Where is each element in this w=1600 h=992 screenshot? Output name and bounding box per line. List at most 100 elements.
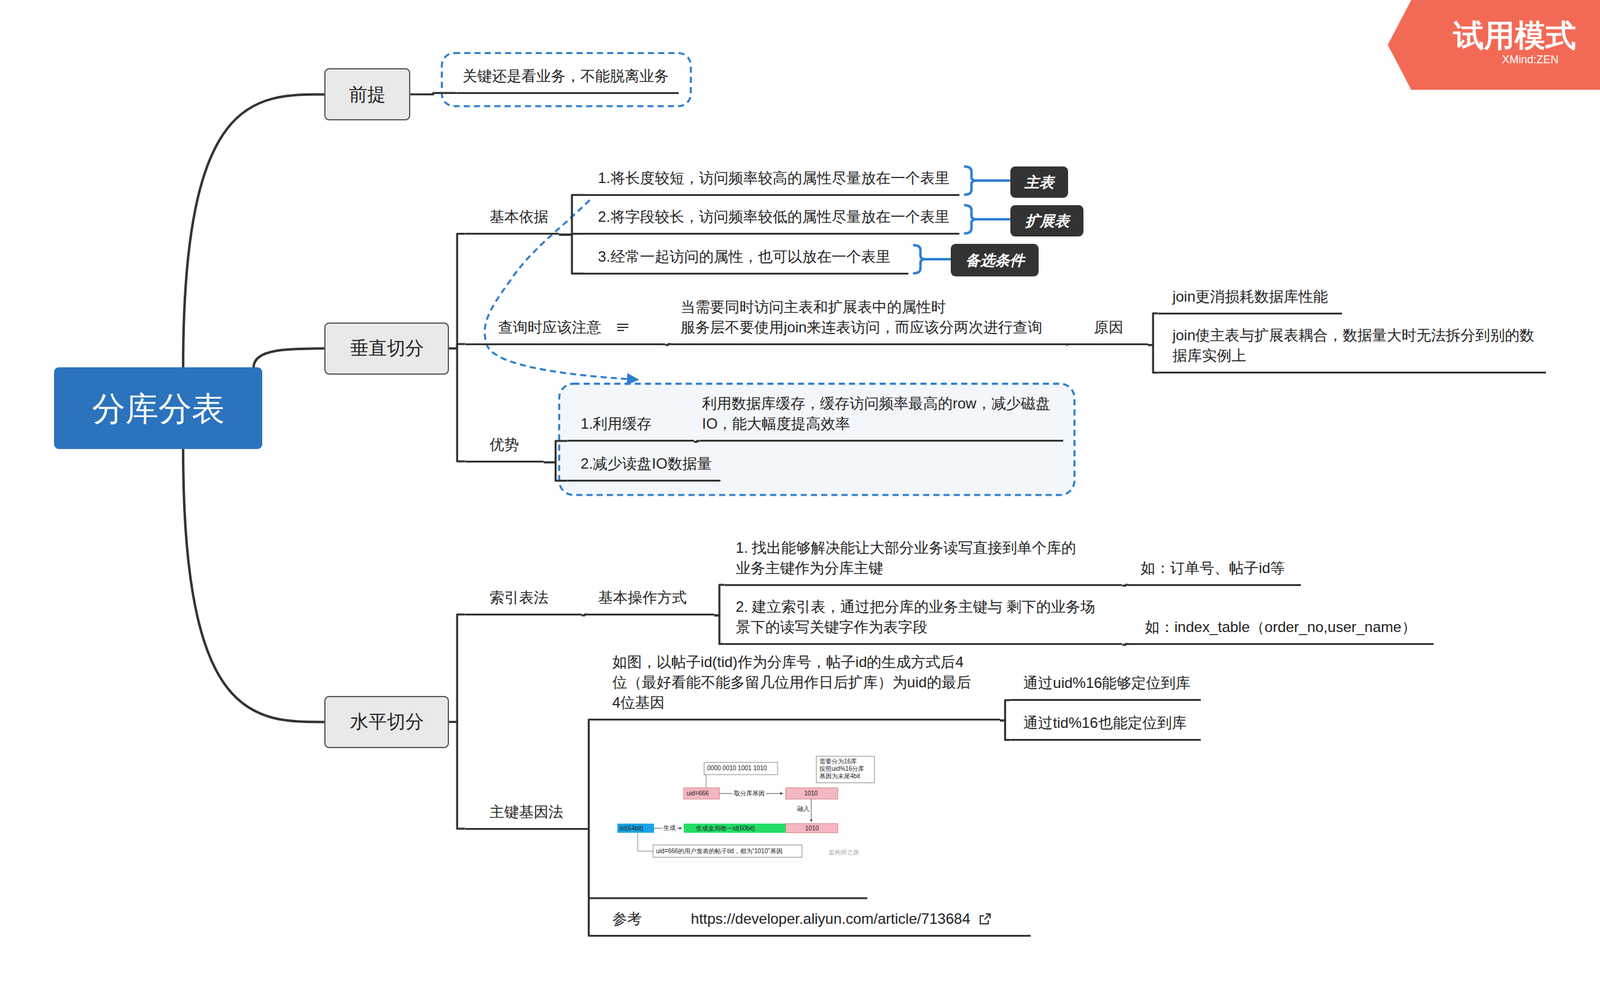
branch-line	[694, 440, 701, 443]
summary-box: 备选条件	[950, 243, 1039, 277]
branch-line	[253, 348, 325, 368]
subtopic: 如：订单号、帖子id等	[1128, 554, 1301, 586]
subtopic: 参考https://developer.aliyun.com/article/7…	[589, 904, 1031, 937]
topic-text: 2. 建立索引表，通过把分库的业务主键与 剩下的业务场景下的读写关键字作为表字段	[735, 596, 1102, 637]
subtopic: 基本依据	[465, 202, 560, 235]
illustration-label: 取分库基因	[732, 789, 766, 798]
gene-box	[785, 788, 838, 800]
topic-text: 原因	[1093, 316, 1124, 338]
subtopic: 优势	[465, 430, 545, 463]
subtopic: 1.利用缓存	[567, 409, 695, 442]
branch-line	[1122, 643, 1129, 645]
topic-text: 基本操作方式	[598, 587, 687, 608]
id-box	[683, 823, 786, 833]
subtopic: 利用数据库缓存，缓存访问频率最高的row，减少磁盘IO，能大幅度提高效率	[700, 389, 1064, 442]
subtopic: 通过tid%16也能定位到库	[1010, 708, 1202, 741]
branch-line	[714, 584, 725, 616]
topic-text: 当需要同时访问主表和扩展表中的属性时 服务层不要使用join来连表访问，而应该分…	[680, 296, 1062, 338]
topic-text: 通过uid%16能够定位到库	[1023, 672, 1191, 693]
branch-line	[999, 700, 1011, 721]
subtopic: 2.将字段较长，访问频率较低的属性尽量放在一个表里	[584, 202, 960, 235]
summary-bracket	[913, 245, 952, 274]
branch-line	[543, 462, 567, 481]
branch-line	[183, 448, 325, 722]
topic-text: 索引表法	[489, 587, 549, 608]
leader-line	[637, 832, 653, 852]
gene-illustration	[617, 756, 875, 857]
boundary-outline	[441, 52, 691, 106]
main-topic: 垂直切分	[324, 322, 449, 375]
topic-text: 2.将字段较长，访问频率较低的属性尽量放在一个表里	[598, 206, 950, 227]
subtopic: 2. 建立索引表，通过把分库的业务主键与 剩下的业务场景下的读写关键字作为表字段	[724, 592, 1123, 645]
binary-box	[703, 762, 778, 775]
topic-text: 通过tid%16也能定位到库	[1023, 712, 1187, 733]
topic-text: 备选条件	[965, 251, 1025, 270]
subtopic: 1.将长度较短，访问频率较高的属性尽量放在一个表里	[584, 163, 960, 196]
subtopic: 关键还是看业务，不能脱离业务	[456, 62, 679, 94]
subtopic: 索引表法	[465, 583, 582, 616]
branch-line	[714, 615, 725, 645]
illustration-label: uid=666的用户发表的帖子tid，都为“1010”基因	[655, 847, 782, 855]
illustration-label: tid(64bit)	[619, 824, 644, 833]
topic-text: 扩展表	[1025, 211, 1070, 231]
watermark-text: XMind:ZEN	[1502, 52, 1559, 67]
illustration-label: 生成全局唯一id(60bit)	[695, 824, 755, 833]
illustration-label: 架构师之路	[828, 848, 860, 857]
note-box	[652, 845, 803, 858]
topic-text: 1. 找出能够解决能让大部分业务读写直接到单个库的业务主键作为分库主键	[735, 537, 1086, 578]
illustration-label: 生成	[662, 824, 677, 832]
subtopic: 3.经常一起访问的属性，也可以放在一个表里	[584, 242, 909, 275]
subtopic: 当需要同时访问主表和扩展表中的属性时 服务层不要使用join来连表访问，而应该分…	[671, 292, 1067, 346]
main-topic: 水平切分	[324, 695, 449, 749]
branch-line	[543, 440, 567, 463]
subtopic: 2.减少读盘IO数据量	[567, 449, 721, 482]
branch-line	[665, 343, 672, 346]
branch-line	[448, 234, 466, 349]
summary-box: 主表	[1010, 166, 1069, 199]
subtopic: 1. 找出能够解决能让大部分业务读写直接到单个库的业务主键作为分库主键	[724, 533, 1123, 586]
branch-line	[1147, 313, 1159, 345]
subtopic: 通过uid%16能够定位到库	[1010, 668, 1202, 701]
topic-text: https://developer.aliyun.com/article/713…	[690, 908, 971, 929]
image-branch-line	[589, 829, 868, 898]
topic-text: 优势	[489, 434, 520, 455]
summary-bracket	[964, 166, 1011, 195]
topic-text: 如：index_table（order_no,user_name）	[1144, 616, 1417, 637]
topic-text: 如图，以帖子id(tid)作为分库号，帖子id的生成方式后4位（最好看能不能多留…	[612, 651, 975, 713]
branch-line	[410, 92, 457, 94]
topic-text: 分库分表	[92, 388, 225, 429]
branch-line	[1147, 345, 1159, 373]
trial-banner	[1387, 0, 1600, 90]
note-icon	[615, 320, 631, 335]
topic-text: 前提	[348, 82, 386, 107]
topic-text: 2.减少读盘IO数据量	[580, 453, 712, 474]
branch-line	[581, 614, 588, 616]
topic-text: 水平切分	[350, 710, 424, 734]
illustration-label: 需要分为16库 按照uid%16分库 基因为末尾4bit	[819, 757, 873, 781]
illustration-label: 1010	[803, 789, 818, 798]
summary-box: 扩展表	[1010, 205, 1085, 238]
illustration-label: uid=666	[686, 789, 709, 798]
watermark-text: 试用模式	[1453, 17, 1577, 55]
topic-text: 主键基因法	[489, 801, 564, 822]
tid-box	[617, 823, 655, 833]
subtopic: 查询时应该注意	[465, 313, 666, 346]
subtopic: 基本操作方式	[587, 583, 715, 616]
illustration-label: 0000 0010 1001 1010	[706, 764, 767, 773]
subtopic: 如图，以帖子id(tid)作为分库号，帖子id的生成方式后4位（最好看能不能多留…	[589, 647, 1001, 721]
leader-line	[705, 774, 707, 789]
topic-text: 利用数据库缓存，缓存访问频率最高的row，减少磁盘IO，能大幅度提高效率	[702, 393, 1059, 434]
uid-box	[683, 788, 720, 800]
branch-line	[448, 614, 466, 722]
gene-box	[785, 823, 838, 833]
topic-text: join更消损耗数据库性能	[1172, 286, 1328, 307]
note-icon-lines	[617, 324, 629, 331]
branch-line	[1122, 584, 1129, 586]
branch-line	[558, 234, 585, 274]
topic-text: 如：订单号、帖子id等	[1140, 557, 1285, 578]
branch-line	[448, 721, 466, 829]
topic-text: join使主表与扩展表耦合，数据量大时无法拆分到别的数据库实例上	[1172, 324, 1542, 366]
